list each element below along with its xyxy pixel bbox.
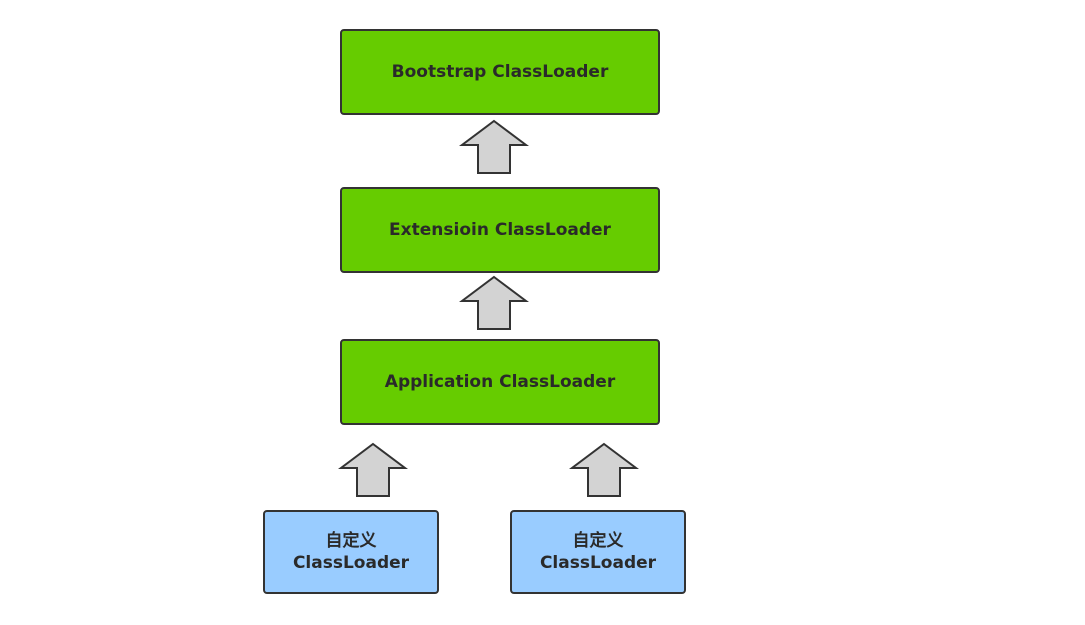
arrow-up-icon	[338, 442, 408, 497]
extension-classloader-label: Extensioin ClassLoader	[389, 220, 611, 240]
custom-classloader-1-line2: ClassLoader	[292, 553, 410, 573]
application-classloader-box: Application ClassLoader	[340, 339, 660, 425]
extension-classloader-box: Extensioin ClassLoader	[340, 187, 660, 273]
custom-classloader-box-2: 自定义 ClassLoader	[510, 510, 686, 594]
custom-classloader-2-line2: ClassLoader	[539, 553, 657, 573]
bootstrap-classloader-box: Bootstrap ClassLoader	[340, 29, 660, 115]
arrow-up-icon	[569, 442, 639, 497]
custom-classloader-2-line1: 自定义	[572, 531, 624, 551]
application-classloader-label: Application ClassLoader	[384, 372, 616, 392]
custom-classloader-1-line1: 自定义	[325, 531, 377, 551]
arrow-up-icon	[459, 119, 529, 174]
custom-classloader-box-1: 自定义 ClassLoader	[263, 510, 439, 594]
arrow-up-icon	[459, 275, 529, 330]
bootstrap-classloader-label: Bootstrap ClassLoader	[391, 62, 609, 82]
